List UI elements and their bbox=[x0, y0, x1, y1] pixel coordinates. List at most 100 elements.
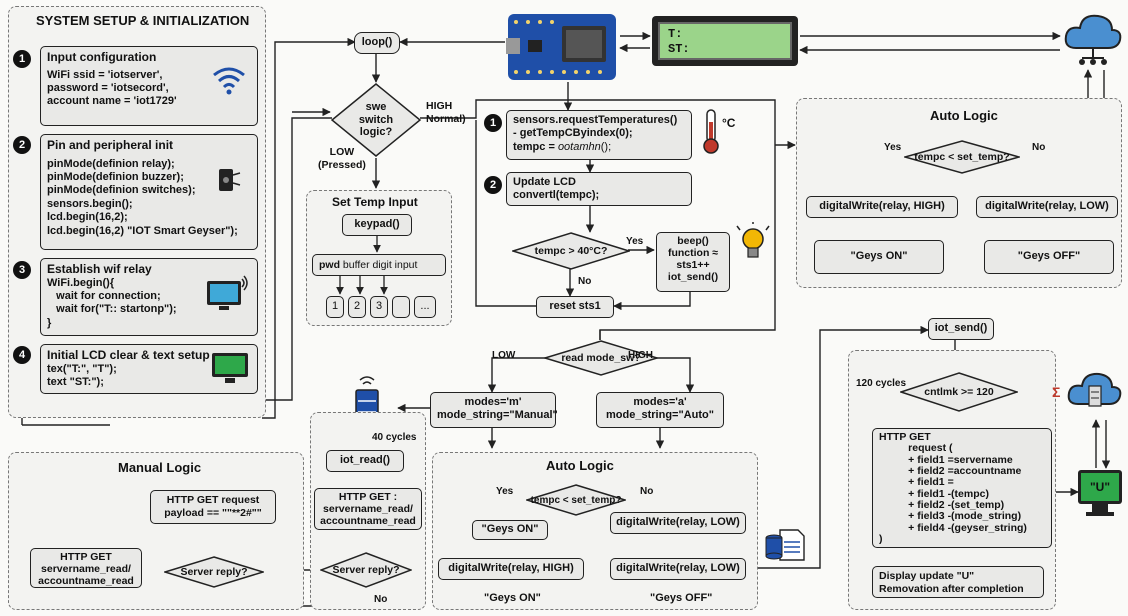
iot-send-http-box: HTTP GET request ( + field1 =servername … bbox=[872, 428, 1052, 548]
request-temp-end: (); bbox=[600, 140, 612, 153]
manual-logic-title: Manual Logic bbox=[118, 460, 202, 475]
auto-top-no: No bbox=[1032, 142, 1046, 153]
buffer-input-bold: pwd bbox=[319, 259, 340, 271]
thermometer-icon bbox=[703, 109, 719, 154]
setup-title: SYSTEM SETUP & INITIALIZATION bbox=[36, 13, 250, 28]
auto-bottom-relay-high: digitalWrite(relay, HIGH) bbox=[438, 558, 584, 580]
auto-mode-box: modes='a' mode_string="Auto" bbox=[596, 392, 724, 428]
step-3-badge: 3 bbox=[13, 261, 31, 279]
input-configuration-box: Input configuration WiFi ssid = 'iotserv… bbox=[40, 46, 258, 126]
set-temp-title: Set Temp Input bbox=[332, 195, 418, 209]
auto-top-yes: Yes bbox=[884, 142, 902, 153]
celsius-label: °C bbox=[722, 116, 736, 130]
pin-init-body: pinMode(definion relay); pinMode(definio… bbox=[47, 157, 238, 237]
iot-send-node: iot_send() bbox=[928, 318, 994, 340]
bulb-icon bbox=[736, 222, 770, 258]
auto-bottom-geys-off: "Geys OFF" bbox=[650, 592, 713, 604]
input-configuration-body: WiFi ssid = 'iotserver', password = 'iot… bbox=[47, 68, 177, 108]
database-doc-icon bbox=[765, 529, 805, 561]
auto-bottom-decision-text: tempc < set_temp? bbox=[530, 494, 622, 506]
mode-low-label: LOW bbox=[492, 350, 516, 361]
iot-send-decision-text: cntlmk >= 120 bbox=[924, 386, 994, 398]
key-2[interactable]: 2 bbox=[348, 296, 366, 318]
main-step-1-badge: 1 bbox=[484, 114, 502, 132]
key-blank[interactable] bbox=[392, 296, 410, 318]
switch-high-label: HIGH Normal) bbox=[426, 100, 466, 125]
manual-decision-text: Server reply? bbox=[180, 566, 248, 578]
display-icon bbox=[212, 353, 248, 383]
iot-read-decision-diamond bbox=[320, 552, 412, 588]
manual-mode-box: modes='m' mode_string="Manual" bbox=[430, 392, 558, 428]
lcd-setup-heading: Initial LCD clear & text setup bbox=[47, 348, 210, 362]
key-more[interactable]: ... bbox=[414, 296, 436, 318]
key-1[interactable]: 1 bbox=[326, 296, 344, 318]
auto-bottom-yes: Yes bbox=[496, 486, 514, 497]
output-monitor: "U" bbox=[1078, 470, 1122, 522]
auto-top-decision-text: tempc < set_temp? bbox=[914, 151, 1010, 163]
auto-bottom-title: Auto Logic bbox=[546, 458, 614, 473]
pin-init-box: Pin and peripheral init pinMode(definion… bbox=[40, 134, 258, 250]
temp-yes-label: Yes bbox=[626, 236, 644, 247]
chip-icon bbox=[219, 169, 241, 191]
temp-decision-text: tempc > 40°C? bbox=[534, 245, 608, 257]
iot-read-decision-text: Server reply? bbox=[332, 564, 400, 576]
iot-read-node: iot_read() bbox=[326, 450, 404, 472]
auto-bottom-geys-on-2: "Geys ON" bbox=[484, 592, 541, 604]
keypad-node: keypad() bbox=[342, 214, 412, 236]
update-lcd-box: Update LCD convertl(tempc); bbox=[506, 172, 692, 206]
microcontroller-board-icon bbox=[506, 14, 616, 80]
auto-bottom-decision-diamond bbox=[526, 484, 626, 516]
monitor-icon bbox=[207, 275, 248, 310]
beep-action-box: beep() function ≈ sts1++ iot_send() bbox=[656, 232, 730, 292]
switch-decision-text: swe switch logic? bbox=[358, 101, 394, 139]
auto-top-geys-on: "Geys ON" bbox=[814, 240, 944, 274]
auto-top-decision-diamond bbox=[904, 140, 1020, 174]
temp-decision-diamond bbox=[512, 232, 630, 270]
iot-send-cycles: 120 cycles bbox=[856, 378, 907, 389]
sigma-icon: Σ bbox=[1052, 384, 1061, 400]
step-2-badge: 2 bbox=[13, 136, 31, 154]
loop-node: loop() bbox=[354, 32, 400, 54]
reset-sts-box: reset sts1 bbox=[536, 296, 614, 318]
request-temp-box: sensors.requestTemperatures() - getTempC… bbox=[506, 110, 692, 160]
auto-bottom-geys-on-1: "Geys ON" bbox=[472, 520, 548, 540]
cloud-icon-bottom bbox=[1067, 372, 1122, 407]
key-3[interactable]: 3 bbox=[370, 296, 388, 318]
iot-send-decision-diamond bbox=[900, 372, 1018, 412]
switch-low-label: LOW (Pressed) bbox=[318, 146, 366, 171]
display-update-box: Display update "U" Removation after comp… bbox=[872, 566, 1044, 598]
buffer-input-text: buffer digit input bbox=[340, 259, 418, 271]
auto-bottom-no: No bbox=[640, 486, 654, 497]
iot-read-cycles: 40 cycles bbox=[372, 432, 417, 443]
lcd-setup-body: tex("T:", "T"); text "ST:"); bbox=[47, 362, 117, 389]
main-step-2-badge: 2 bbox=[484, 176, 502, 194]
iot-read-no-label: No bbox=[374, 594, 388, 605]
auto-bottom-relay-low-1: digitalWrite(relay, LOW) bbox=[610, 512, 746, 534]
auto-top-geys-off: "Geys OFF" bbox=[984, 240, 1114, 274]
lcd-line-2: ST: bbox=[668, 42, 690, 56]
lcd-setup-box: Initial LCD clear & text setup tex("T:",… bbox=[40, 344, 258, 394]
mode-high-label: HIGH bbox=[628, 350, 653, 361]
pin-init-heading: Pin and peripheral init bbox=[47, 138, 174, 152]
monitor-text: "U" bbox=[1081, 473, 1119, 501]
key-buttons: 1 2 3 ... bbox=[326, 296, 436, 318]
input-configuration-heading: Input configuration bbox=[47, 50, 157, 64]
request-temp-text: sensors.requestTemperatures() - getTempC… bbox=[513, 114, 678, 153]
wifi-relay-box: Establish wif relay WiFi.begin(){ wait f… bbox=[40, 258, 258, 336]
lcd-line-1: T: bbox=[668, 27, 683, 41]
iot-read-http-box: HTTP GET : servername_read/ accountname_… bbox=[314, 488, 422, 530]
cloud-icon bbox=[1064, 14, 1122, 65]
request-temp-italic: ootamhn bbox=[557, 140, 601, 153]
mode-decision-text: read mode_sw? bbox=[561, 352, 641, 364]
wifi-relay-body: WiFi.begin(){ wait for connection; wait … bbox=[47, 276, 177, 329]
manual-http-box: HTTP GET servername_read/ accountname_re… bbox=[30, 548, 142, 588]
wifi-icon bbox=[213, 67, 245, 95]
step-4-badge: 4 bbox=[13, 346, 31, 364]
auto-top-relay-low: digitalWrite(relay, LOW) bbox=[976, 196, 1118, 218]
step-1-badge: 1 bbox=[13, 50, 31, 68]
auto-top-title: Auto Logic bbox=[930, 108, 998, 123]
auto-top-relay-high: digitalWrite(relay, HIGH) bbox=[806, 196, 958, 218]
manual-decision-diamond bbox=[164, 556, 264, 588]
wifi-relay-heading: Establish wif relay bbox=[47, 262, 152, 276]
buffer-input-box: pwd buffer digit input bbox=[312, 254, 446, 276]
